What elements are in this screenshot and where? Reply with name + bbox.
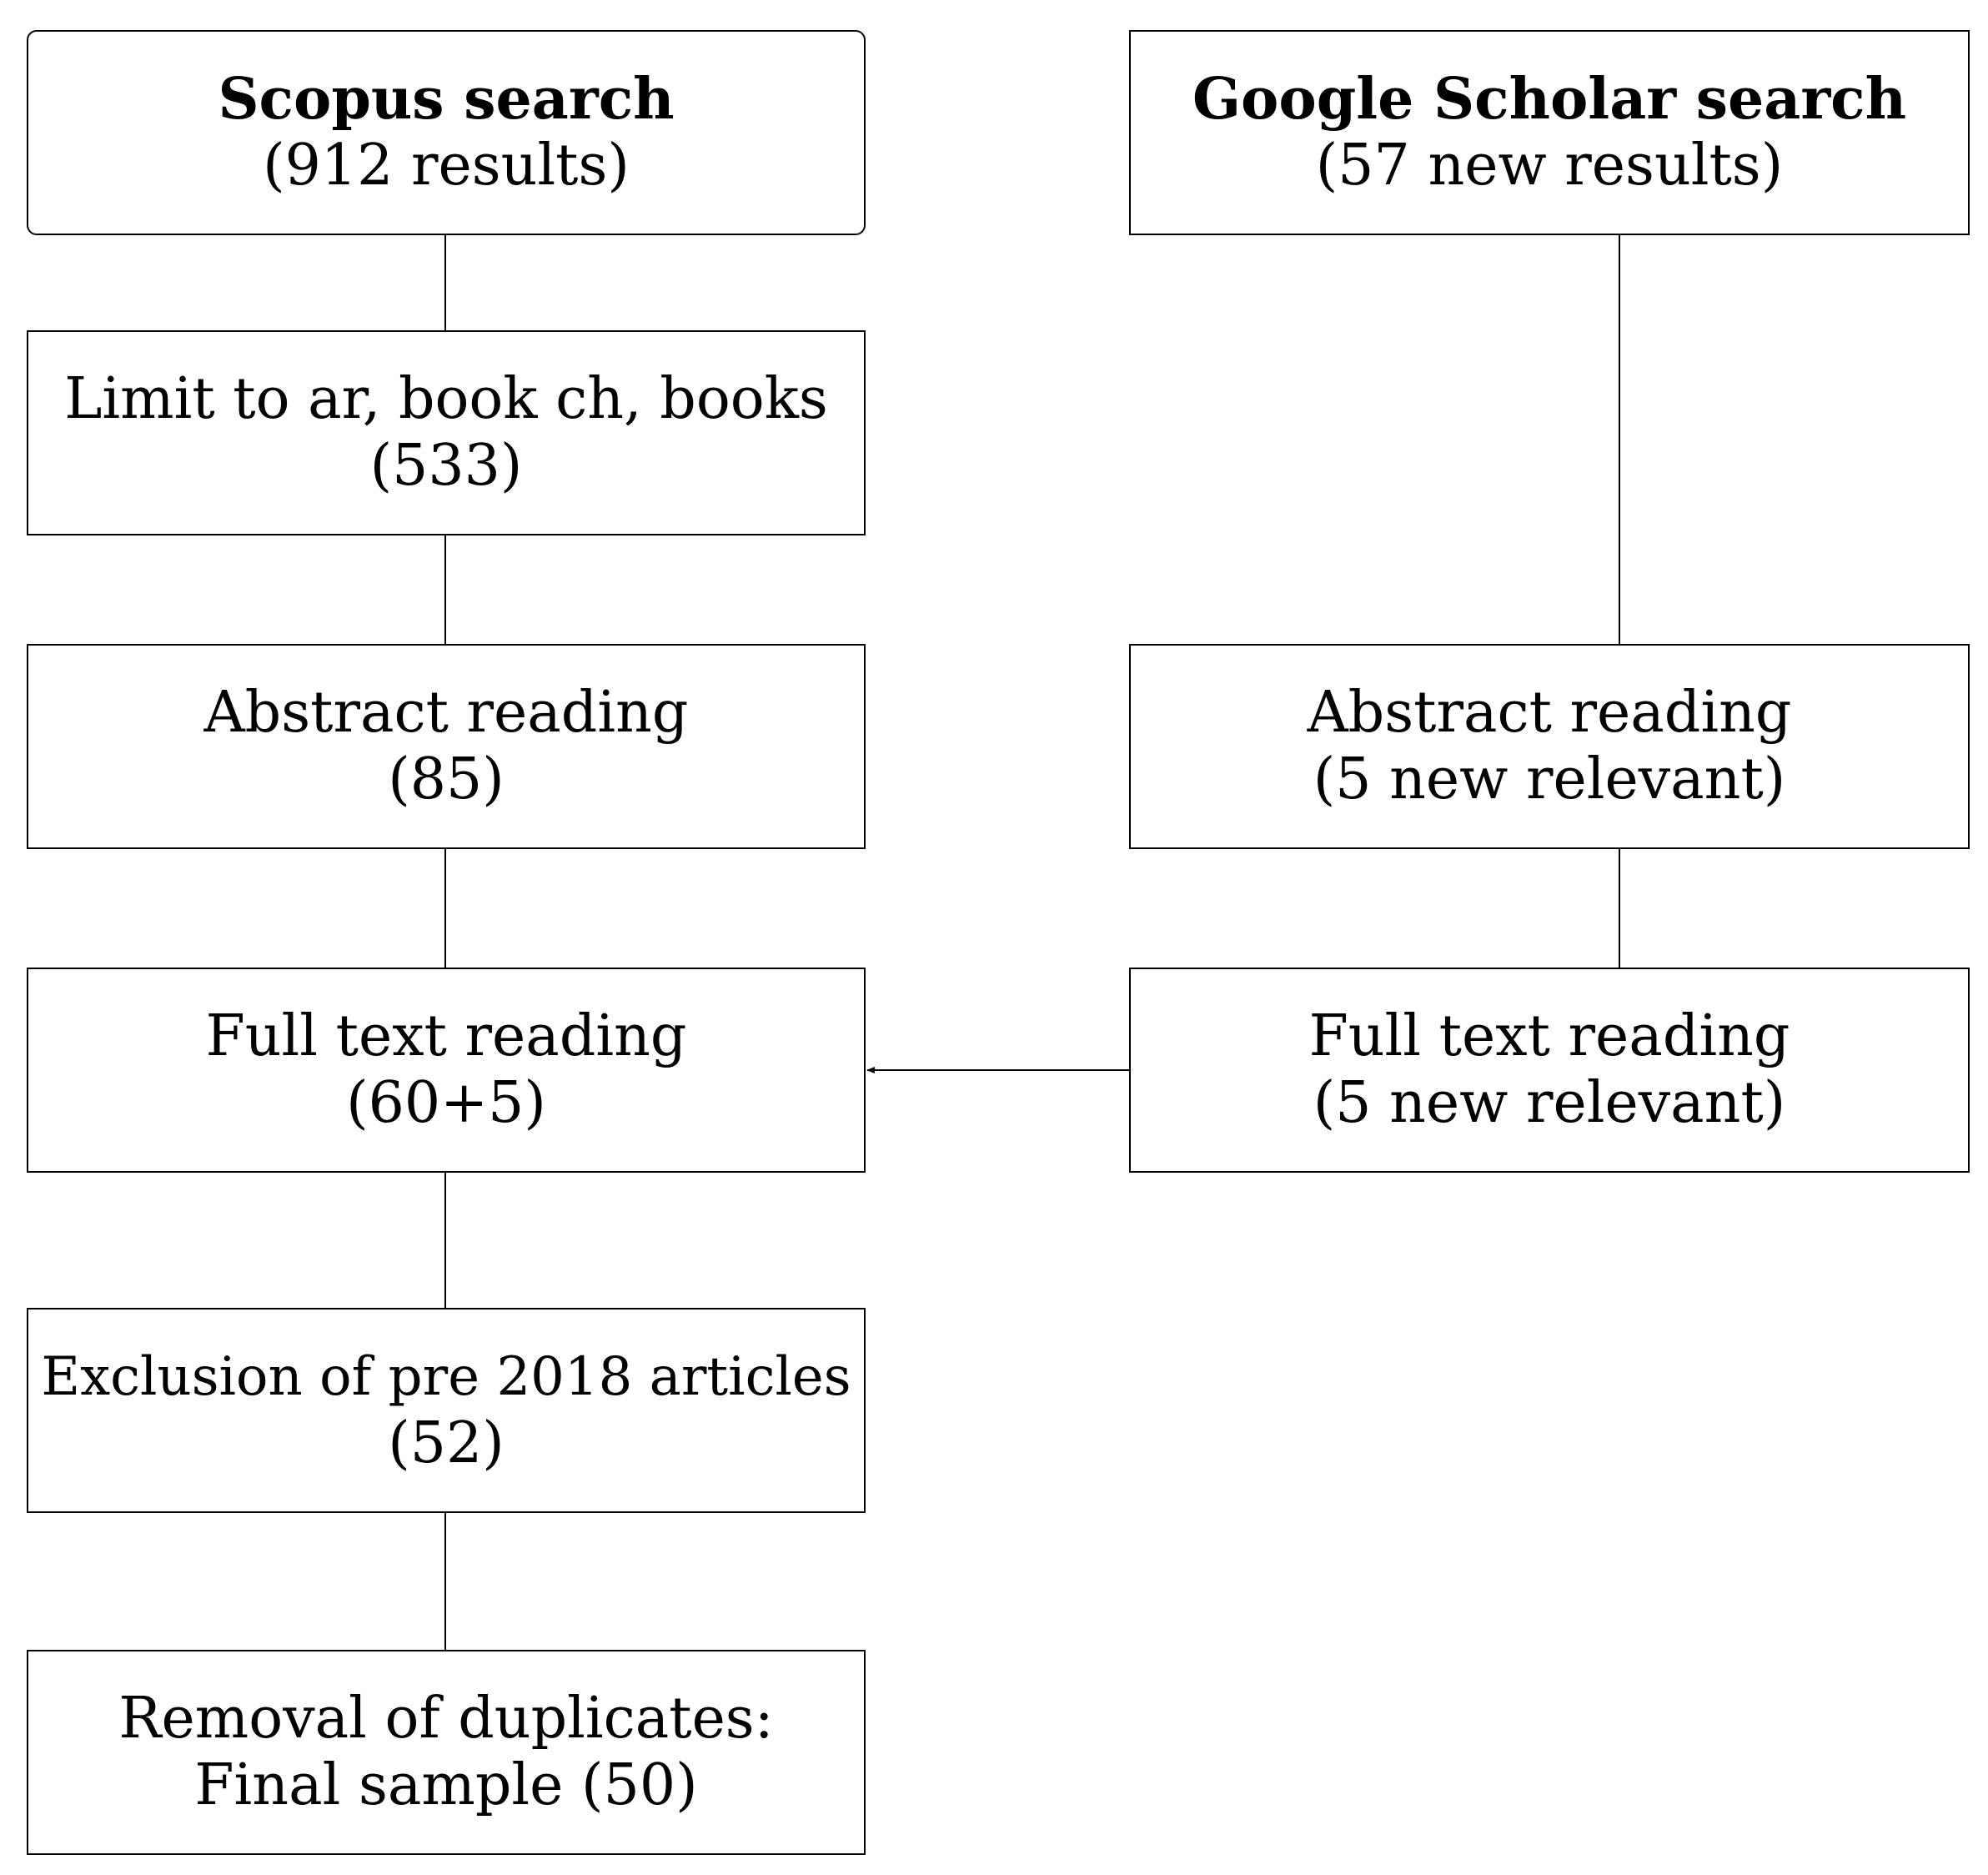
google-full-text-reading-title: Full text reading [1308, 1003, 1790, 1069]
google-scholar-search-box: Google Scholar search (57 new results) [1129, 30, 1970, 235]
scopus-search-title: Scopus search [218, 66, 675, 133]
google-abstract-reading-count: (5 new relevant) [1313, 746, 1786, 812]
scopus-full-text-reading-title: Full text reading [205, 1003, 687, 1069]
exclusion-title: Exclusion of pre 2018 articles [41, 1346, 851, 1408]
scopus-search-results: (912 results) [263, 133, 630, 199]
google-abstract-reading-box: Abstract reading (5 new relevant) [1129, 644, 1970, 849]
exclusion-count: (52) [388, 1410, 505, 1476]
removal-of-duplicates-box: Removal of duplicates: Final sample (50) [27, 1650, 866, 1855]
removal-of-duplicates-title: Removal of duplicates: [118, 1686, 774, 1752]
scopus-full-text-reading-count: (60+5) [346, 1070, 546, 1136]
scopus-search-box: Scopus search (912 results) [27, 30, 866, 235]
google-scholar-search-results: (57 new results) [1315, 133, 1784, 199]
google-scholar-search-title: Google Scholar search [1192, 66, 1907, 133]
scopus-abstract-reading-title: Abstract reading [203, 680, 689, 746]
limit-filter-box: Limit to ar, book ch, books (533) [27, 330, 866, 535]
google-abstract-reading-title: Abstract reading [1307, 680, 1792, 746]
scopus-full-text-reading-box: Full text reading (60+5) [27, 968, 866, 1173]
final-sample-count: Final sample (50) [194, 1752, 698, 1818]
google-full-text-reading-count: (5 new relevant) [1313, 1070, 1786, 1136]
limit-filter-count: (533) [369, 433, 523, 499]
google-full-text-reading-box: Full text reading (5 new relevant) [1129, 968, 1970, 1173]
limit-filter-title: Limit to ar, book ch, books [64, 366, 828, 432]
exclusion-box: Exclusion of pre 2018 articles (52) [27, 1308, 866, 1513]
scopus-abstract-reading-box: Abstract reading (85) [27, 644, 866, 849]
scopus-abstract-reading-count: (85) [388, 746, 505, 812]
